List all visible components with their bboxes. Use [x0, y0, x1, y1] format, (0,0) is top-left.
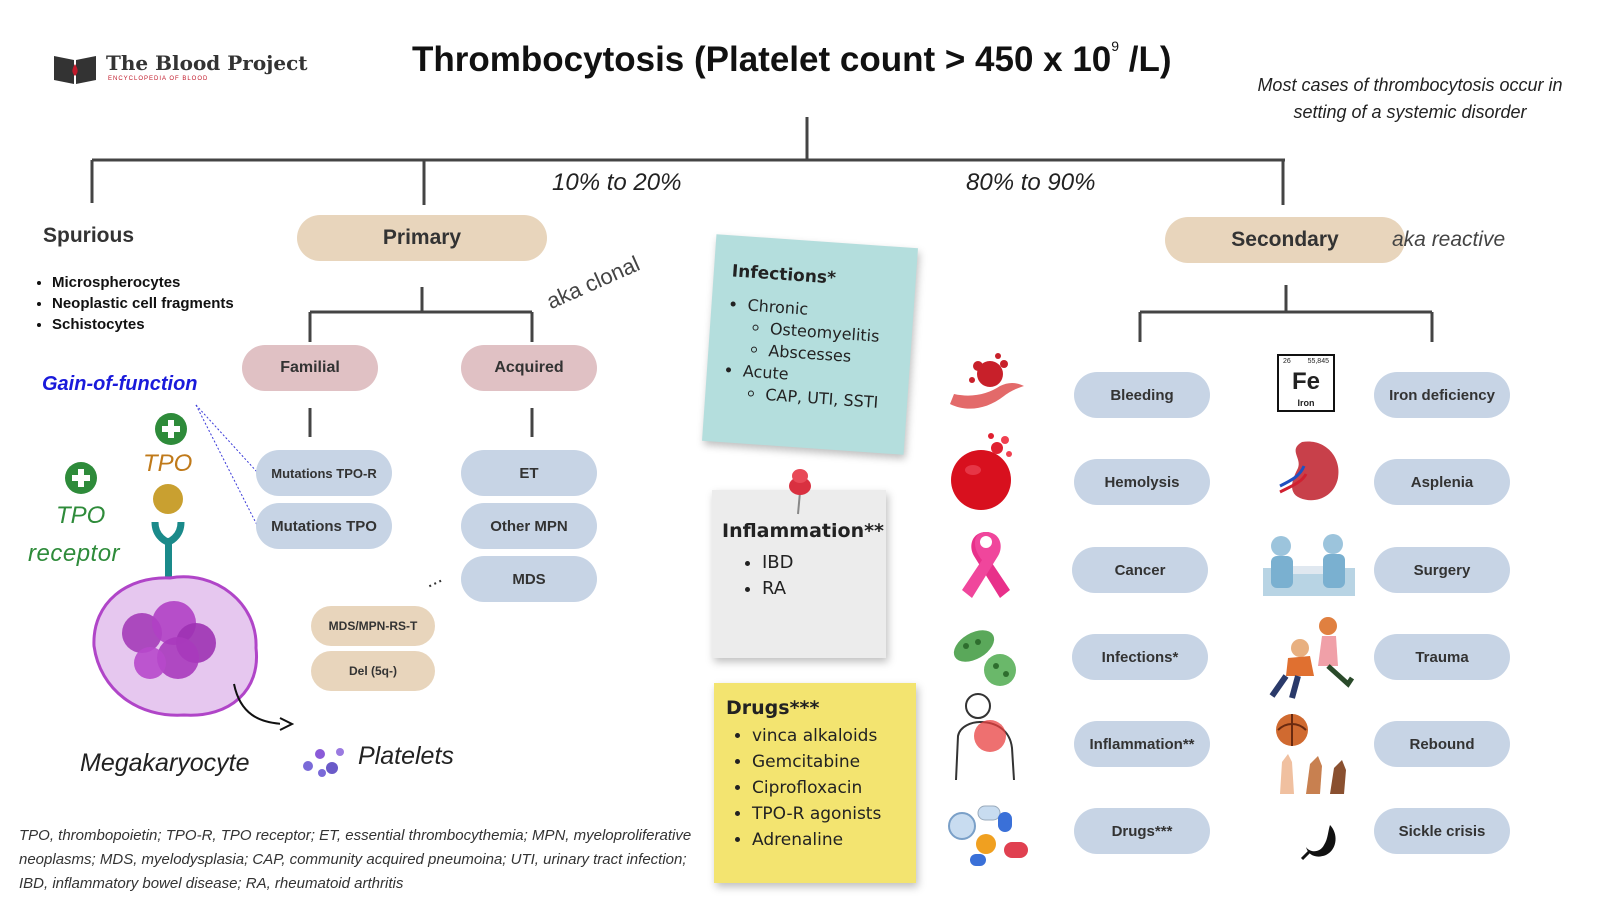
infections-acute-label: Acute	[742, 361, 790, 384]
logo: The Blood Project ENCYCLOPEDIA OF BLOOD	[52, 50, 308, 90]
tpo-label: TPO	[143, 450, 193, 477]
spurious-item: Neoplastic cell fragments	[52, 293, 234, 314]
megakaryocyte-label: Megakaryocyte	[80, 749, 250, 777]
infections-node[interactable]: Infections*	[1072, 634, 1208, 680]
primary-node[interactable]: Primary	[297, 215, 547, 261]
iron-atomic-number: 26	[1283, 358, 1291, 365]
drugs-note: Drugs*** vinca alkaloids Gemcitabine Cip…	[714, 683, 916, 883]
tpo-ligand	[153, 484, 183, 514]
iron-name: Iron	[1297, 398, 1315, 408]
logo-subtitle: ENCYCLOPEDIA OF BLOOD	[108, 76, 209, 82]
drugs-item: vinca alkaloids	[752, 723, 916, 749]
logo-title: The Blood Project	[106, 51, 308, 75]
drugs-note-title: Drugs***	[726, 697, 820, 719]
mutations-tpo-node[interactable]: Mutations TPO	[256, 503, 392, 549]
trauma-icon	[1269, 617, 1355, 699]
inflammation-note-list: IBD RA	[722, 550, 886, 602]
primary-percent: 10% to 20%	[552, 169, 682, 196]
del-5q-node[interactable]: Del (5q-)	[311, 651, 435, 691]
drugs-node[interactable]: Drugs***	[1074, 808, 1210, 854]
spurious-item: Schistocytes	[52, 314, 234, 335]
arrow-head-icon	[279, 717, 294, 731]
familial-node[interactable]: Familial	[242, 345, 378, 391]
inflammation-item: IBD	[762, 550, 886, 576]
infections-acute: Acute CAP, UTI, SSTI	[741, 360, 896, 414]
asplenia-node[interactable]: Asplenia	[1374, 459, 1510, 505]
drugs-item: Ciprofloxacin	[752, 775, 916, 801]
platelets-icon	[303, 748, 344, 777]
infections-chronic: Chronic Osteomyelitis Abscesses	[744, 295, 900, 371]
header-note: Most cases of thrombocytosis occur in se…	[1257, 75, 1563, 122]
drugs-item: TPO-R agonists	[752, 801, 916, 827]
inflammation-note: Inflammation** IBD RA	[712, 490, 886, 658]
megakaryocyte-illustration	[92, 484, 280, 725]
platelets-label: Platelets	[358, 742, 454, 770]
inflammation-note-title: Inflammation**	[722, 520, 884, 542]
drugs-note-list: vinca alkaloids Gemcitabine Ciprofloxaci…	[726, 723, 916, 853]
drugs-item: Gemcitabine	[752, 749, 916, 775]
tpo-receptor-label-2: receptor	[28, 540, 121, 567]
iron-deficiency-node[interactable]: Iron deficiency	[1374, 372, 1510, 418]
sickle-crisis-node[interactable]: Sickle crisis	[1374, 808, 1510, 854]
hemolysis-node[interactable]: Hemolysis	[1074, 459, 1210, 505]
pills-icon	[948, 805, 1028, 866]
title-main: Thrombocytosis (Platelet count > 450 x 1…	[412, 40, 1112, 79]
other-mpn-node[interactable]: Other MPN	[461, 503, 597, 549]
title-sup: 9	[1111, 38, 1120, 54]
tpo-receptor-label-1: TPO	[56, 502, 106, 529]
infections-note: Infections* Chronic Osteomyelitis Absces…	[702, 234, 918, 455]
spleen-icon	[1279, 441, 1339, 501]
acquired-node[interactable]: Acquired	[461, 345, 597, 391]
surgery-icon	[1263, 534, 1355, 596]
cancer-ribbon-icon	[962, 532, 1010, 598]
title-end: /L)	[1119, 40, 1172, 79]
secondary-percent: 80% to 90%	[966, 169, 1096, 196]
iron-symbol: Fe	[1291, 368, 1320, 395]
spurious-list: Microspherocytes Neoplastic cell fragmen…	[32, 272, 234, 335]
bacteria-icon	[953, 630, 1016, 686]
surgery-node[interactable]: Surgery	[1374, 547, 1510, 593]
plus-icon	[65, 462, 97, 494]
page-title: Thrombocytosis (Platelet count > 450 x 1…	[412, 38, 1172, 80]
inflammation-item: RA	[762, 576, 886, 602]
bleeding-node[interactable]: Bleeding	[1074, 372, 1210, 418]
iron-element-tile: 26 55,845 Fe Iron	[1277, 354, 1335, 412]
iron-atomic-mass: 55,845	[1307, 358, 1329, 365]
book-icon	[54, 56, 96, 84]
secondary-node[interactable]: Secondary	[1165, 217, 1405, 263]
mds-node[interactable]: MDS	[461, 556, 597, 602]
sickle-icon	[1300, 825, 1336, 861]
rebound-node[interactable]: Rebound	[1374, 721, 1510, 767]
infections-note-list: Chronic Osteomyelitis Abscesses Acute CA…	[723, 293, 900, 415]
cancer-node[interactable]: Cancer	[1072, 547, 1208, 593]
trauma-node[interactable]: Trauma	[1374, 634, 1510, 680]
tpo-receptor	[151, 521, 185, 546]
inflammation-node[interactable]: Inflammation**	[1074, 721, 1210, 767]
pushpin-icon	[789, 469, 811, 515]
infections-chronic-label: Chronic	[746, 295, 809, 319]
gain-of-function-label: Gain-of-function	[42, 373, 198, 395]
et-node[interactable]: ET	[461, 450, 597, 496]
arrow-icon	[233, 683, 280, 725]
drugs-item: Adrenaline	[752, 827, 916, 853]
aka-reactive: aka reactive	[1392, 228, 1506, 251]
spurious-item: Microspherocytes	[52, 272, 234, 293]
infections-note-title: Infections*	[731, 261, 837, 289]
hemolysis-icon	[951, 433, 1012, 510]
infections-acute-item: CAP, UTI, SSTI	[765, 384, 894, 415]
rebound-hands-icon	[1276, 714, 1346, 794]
shoulder-pain-icon	[955, 693, 1015, 781]
spurious-title: Spurious	[43, 224, 135, 247]
mds-mpn-rst-node[interactable]: MDS/MPN-RS-T	[311, 606, 435, 646]
bleeding-icon	[950, 353, 1024, 409]
mutations-tpor-node[interactable]: Mutations TPO-R	[256, 450, 392, 496]
footnote: TPO, thrombopoietin; TPO-R, TPO receptor…	[19, 827, 692, 892]
plus-icon	[155, 413, 187, 445]
